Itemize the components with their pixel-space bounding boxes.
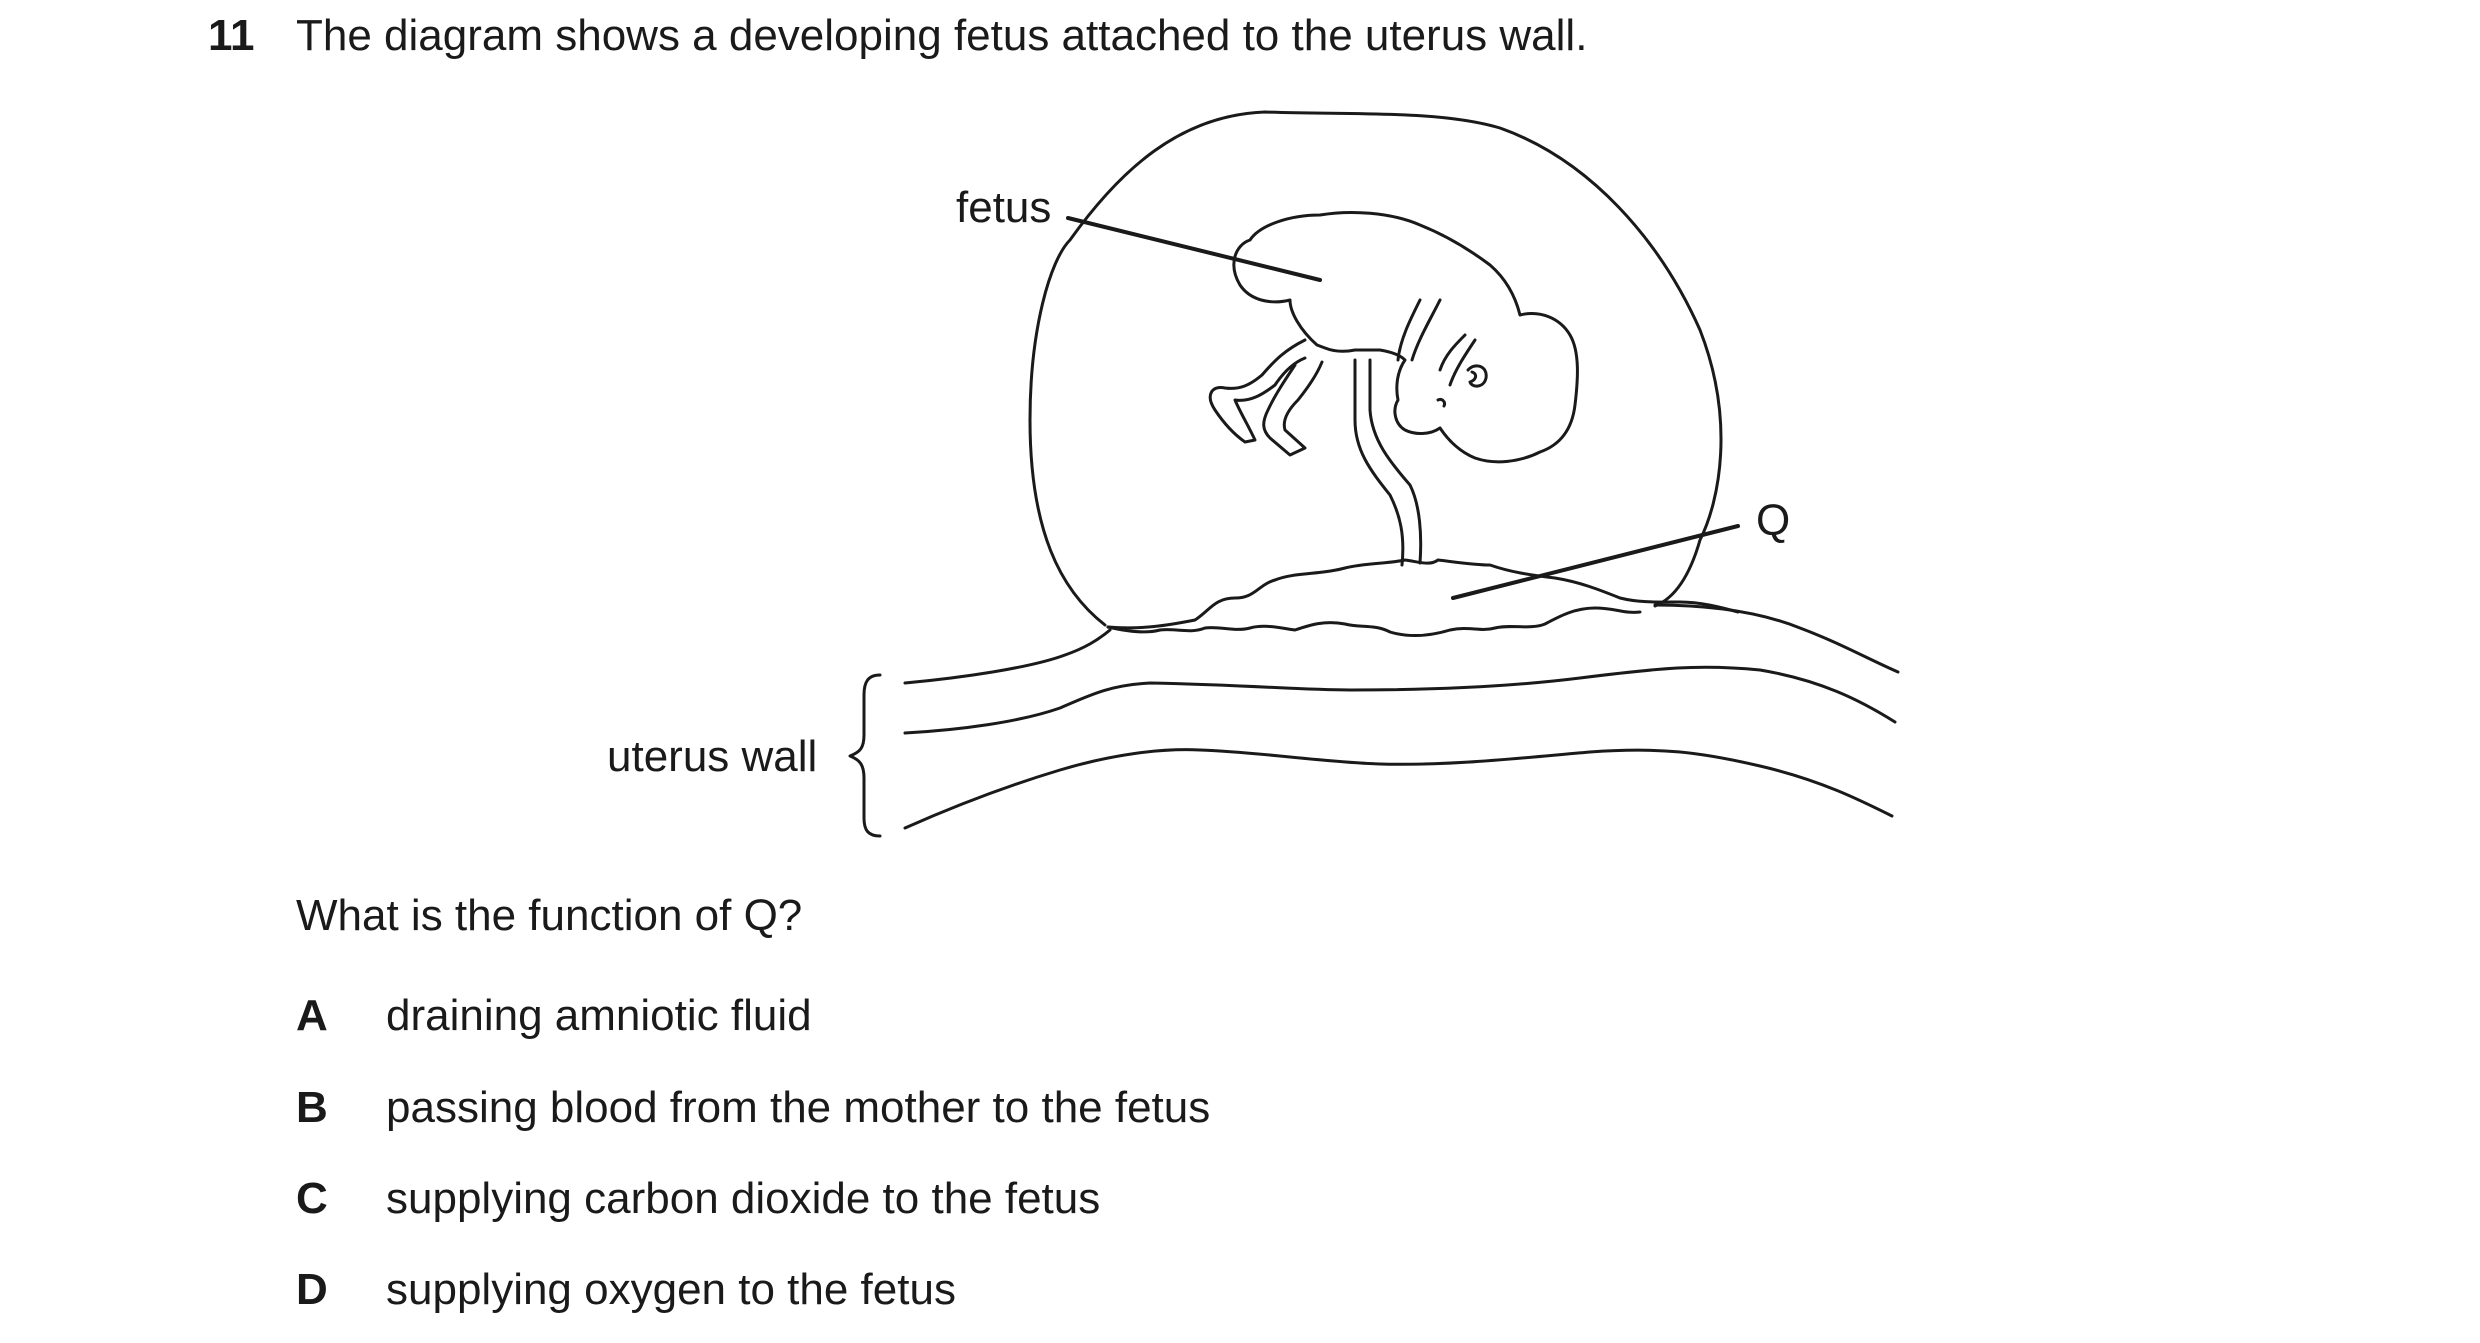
option-letter: B — [296, 1083, 328, 1132]
uterus-wall-top — [903, 603, 1900, 685]
fetus-leg — [1208, 338, 1324, 457]
uterus-wall-middle — [903, 665, 1897, 735]
amniotic-sac — [1028, 110, 1723, 627]
question-prompt: What is the function of Q? — [296, 891, 803, 940]
question-number: 11 — [208, 11, 255, 60]
fetus-eye — [1436, 398, 1446, 408]
fetus-body — [1232, 211, 1579, 464]
option-text: draining amniotic fluid — [386, 991, 812, 1040]
q-label: Q — [1756, 496, 1790, 545]
fetus-ear — [1466, 364, 1488, 388]
option-letter: C — [296, 1174, 328, 1223]
option-text: passing blood from the mother to the fet… — [386, 1083, 1211, 1132]
question-stem: The diagram shows a developing fetus att… — [296, 11, 1588, 60]
option-letter: D — [296, 1265, 328, 1314]
uterus-wall-brace — [848, 673, 882, 838]
placenta — [1106, 558, 1740, 630]
placenta-base — [1106, 606, 1642, 638]
uterus-wall-bottom — [903, 748, 1894, 830]
option-letter: A — [296, 991, 328, 1040]
option-text: supplying oxygen to the fetus — [386, 1265, 956, 1314]
fetus-arm — [1396, 298, 1477, 387]
fetus-leader-line — [1066, 216, 1322, 282]
option-text: supplying carbon dioxide to the fetus — [386, 1174, 1101, 1223]
umbilical-cord — [1353, 358, 1405, 567]
uterus-wall-label: uterus wall — [607, 732, 817, 781]
q-leader-line — [1451, 524, 1740, 600]
fetus-label: fetus — [956, 183, 1051, 232]
